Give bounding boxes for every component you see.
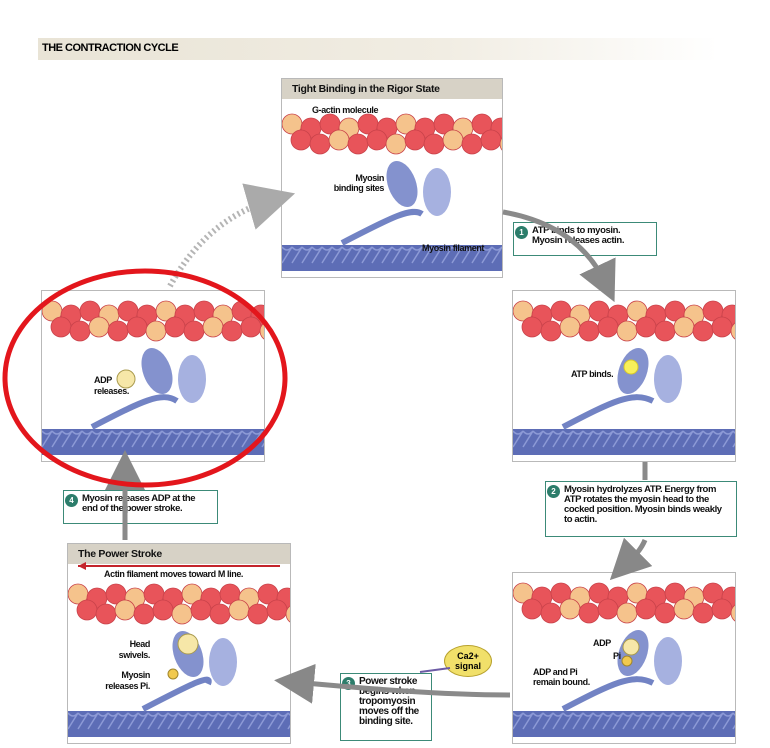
panel-power-title: The Power Stroke [68, 544, 290, 564]
step-3-text: Power stroke begins when tropomyosin mov… [359, 676, 419, 727]
panel-atp-binds: ATP binds. [512, 290, 736, 462]
step-1-badge: 1 [515, 226, 528, 239]
cocked-illustration [513, 582, 735, 737]
g-actin-label: G-actin molecule [312, 105, 379, 115]
panel-power-stroke: The Power Stroke Actin filament moves to… [67, 543, 291, 744]
panel-rigor-state: Tight Binding in the Rigor State G-actin… [281, 78, 503, 278]
atp-binds-label: ATP binds. [571, 369, 614, 379]
panel-rigor-title: Tight Binding in the Rigor State [282, 79, 502, 99]
adp-release-label-1: ADP [94, 375, 112, 385]
releases-pi-label-1: Myosin [121, 670, 150, 680]
atp-binds-illustration [513, 300, 735, 455]
step-1-box: ATP binds to myosin. Myosin releases act… [513, 222, 657, 256]
figure-header: THE CONTRACTION CYCLE [38, 38, 718, 60]
head-swivels-label-2: swivels. [118, 650, 151, 660]
step-1-text: ATP binds to myosin. Myosin releases act… [532, 225, 625, 246]
signal-label: signal [454, 661, 481, 671]
step-2-badge: 2 [547, 485, 560, 498]
remain-label-1: ADP and Pi [533, 667, 578, 677]
binding-sites-label-2: binding sites [333, 183, 385, 193]
head-swivels-label-1: Head [129, 639, 151, 649]
adp-release-label-2: releases. [94, 386, 129, 396]
step-4-badge: 4 [65, 494, 78, 507]
power-stroke-illustration [68, 562, 290, 737]
binding-sites-label-1: Myosin [355, 173, 384, 183]
calcium-label: Ca2+ [457, 651, 479, 661]
step-3-badge: 3 [342, 677, 355, 690]
actin-moves-label: Actin filament moves toward M line. [104, 569, 244, 579]
cycle-arrow-2b [609, 537, 653, 581]
adp-release-illustration [42, 300, 264, 455]
panel-adp-release: ADP releases. [41, 290, 265, 462]
calcium-signal: Ca2+ signal [444, 645, 492, 677]
figure-title: THE CONTRACTION CYCLE [42, 42, 179, 54]
step-4-box: Myosin releases ADP at the end of the po… [63, 490, 218, 524]
remain-label-2: remain bound. [533, 677, 590, 687]
step-2-box: Myosin hydrolyzes ATP. Energy from ATP r… [545, 481, 737, 537]
releases-pi-label-2: releases Pi. [105, 681, 150, 691]
adp-label: ADP [593, 638, 611, 648]
pi-label: Pi [613, 651, 621, 661]
step-4-text: Myosin releases ADP at the end of the po… [82, 493, 196, 514]
rigor-illustration [282, 113, 502, 271]
myosin-filament-label: Myosin filament [422, 243, 485, 253]
panel-cocked: ADP Pi ADP and Pi remain bound. [512, 572, 736, 744]
step-2-text: Myosin hydrolyzes ATP. Energy from ATP r… [564, 484, 722, 525]
cycle-arrow-5 [167, 183, 296, 288]
